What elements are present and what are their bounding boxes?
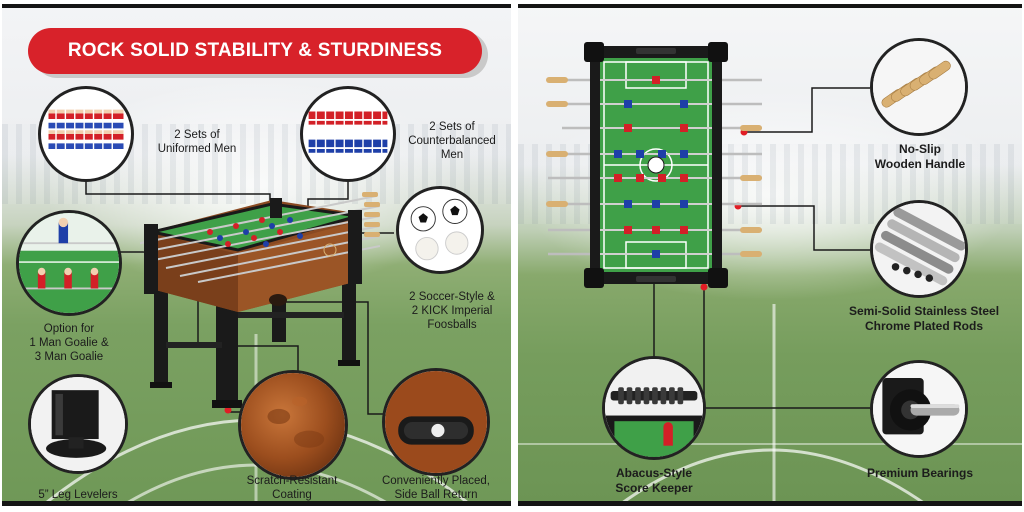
headline-banner: ROCK SOLID STABILITY & STURDINESS: [28, 28, 482, 74]
score-keeper-thumbnail: [602, 356, 706, 460]
foosball-table-image: [140, 192, 380, 408]
bottom-border: [2, 501, 511, 506]
ball-return-label: Conveniently Placed, Side Ball Return: [381, 475, 491, 501]
goalie-option-thumbnail: [16, 210, 122, 316]
bearings-thumbnail: [870, 360, 968, 458]
left-feature-panel: ROCK SOLID STABILITY & STURDINESS: [2, 4, 511, 506]
foosballs-label: 2 Soccer-Style & 2 KICK Imperial Foosbal…: [409, 291, 495, 331]
chrome-rods-thumbnail: [870, 200, 968, 298]
bearings-label: Premium Bearings: [866, 466, 974, 480]
top-border: [2, 4, 511, 8]
chrome-rods-label: Semi-Solid Stainless Steel Chrome Plated…: [848, 304, 1000, 333]
uniformed-men-label: 2 Sets of Uniformed Men: [157, 129, 237, 155]
leg-levelers-thumbnail: [28, 374, 128, 474]
scratch-resistant-thumbnail: [238, 370, 348, 480]
counterbalanced-men-label: 2 Sets of Counterbalanced Men: [408, 121, 496, 161]
leg-levelers-label: 5” Leg Levelers: [38, 489, 118, 501]
headline-title: ROCK SOLID STABILITY & STURDINESS: [67, 40, 443, 61]
ball-return-thumbnail: [382, 368, 490, 476]
top-border: [518, 4, 1022, 8]
goalie-option-label: Option for 1 Man Goalie & 3 Man Goalie: [29, 323, 109, 363]
foosball-table-topview: [546, 42, 762, 288]
counterbalanced-men-thumbnail: [300, 86, 396, 182]
right-feature-panel: No-Slip Wooden Handle Semi-Solid Stainle…: [518, 4, 1022, 506]
scratch-resistant-label: Scratch-Resistant Coating: [246, 475, 338, 501]
bottom-border: [518, 501, 1022, 506]
foosballs-thumbnail: [396, 186, 484, 274]
wooden-handle-label: No-Slip Wooden Handle: [874, 142, 966, 171]
score-keeper-label: Abacus-Style Score Keeper: [615, 466, 693, 495]
wooden-handle-thumbnail: [870, 38, 968, 136]
uniformed-men-thumbnail: [38, 86, 134, 182]
